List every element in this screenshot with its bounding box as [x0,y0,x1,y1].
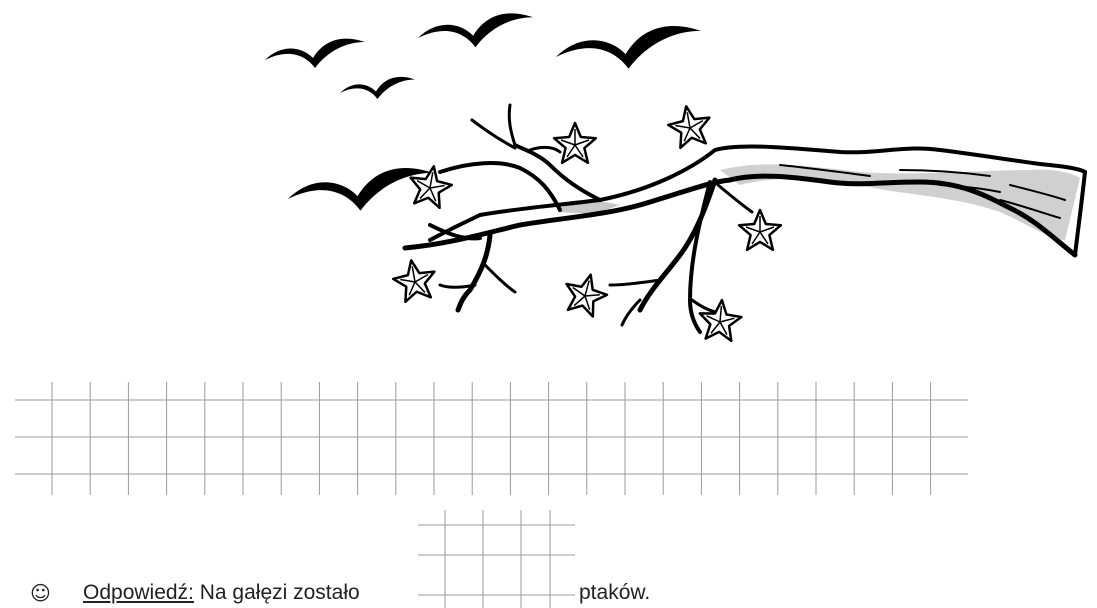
branch [402,103,1087,334]
leaf-6 [565,273,609,318]
bird-5 [288,167,433,211]
bird-3 [418,13,533,48]
answer-text: Na gałęzi zostało [199,581,360,604]
smiley-icon: ☺ [30,581,51,605]
answer-label: Odpowiedź: [83,581,194,604]
bird-1 [265,38,365,68]
leaf-2 [666,105,711,150]
branch-illustration [265,13,1087,343]
writing-grid [15,382,968,495]
leaf-4 [737,208,783,252]
branch-shade [720,164,1080,240]
leaf-3 [409,165,454,210]
birds-group [265,13,701,211]
leaf-1 [552,121,598,165]
leaf-7 [698,298,743,343]
bird-2 [340,76,415,99]
answer-suffix: ptaków. [579,581,651,604]
answer-grid [418,510,575,608]
leaf-5 [391,259,436,304]
answer-sentence: Odpowiedź: Na gałęzi zostało [83,578,360,608]
bird-4 [556,25,701,69]
leaves-group [391,105,783,343]
